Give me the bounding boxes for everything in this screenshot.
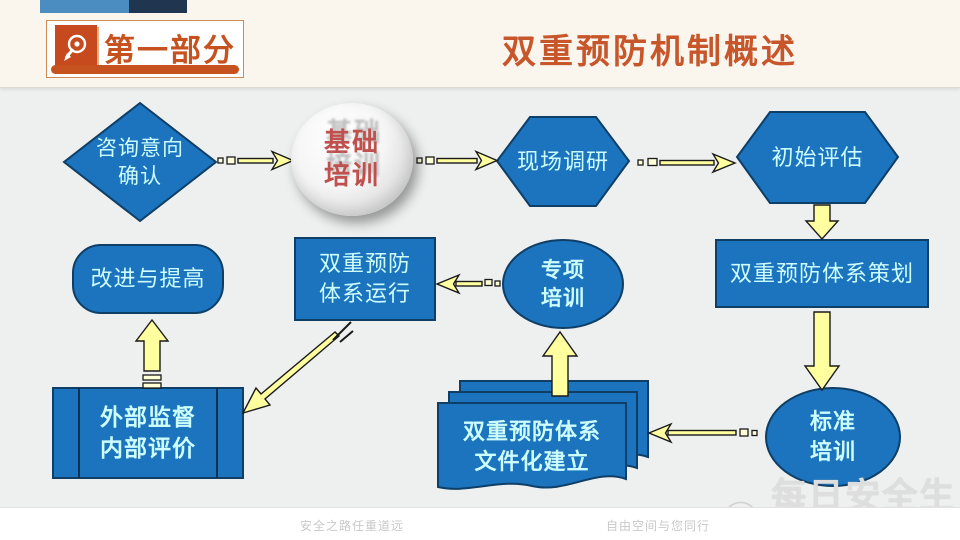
node-consult-intent — [62, 101, 218, 223]
section-badge-label: 第一部分 — [104, 32, 236, 68]
node-special-training — [502, 239, 624, 329]
arrow-survey-to-assessment — [637, 152, 737, 174]
node-basic-training-label: 基础 培训 — [323, 128, 380, 190]
node-system-operation — [294, 237, 436, 321]
footer-slogan-left: 安全之路任重道远 — [300, 519, 405, 533]
arrow-docs-to-special — [541, 330, 579, 397]
node-site-survey — [495, 116, 631, 207]
arrow-planning-to-standard — [803, 311, 841, 392]
arrow-consult-to-basic — [217, 149, 295, 172]
arrow-basic-to-survey — [416, 149, 499, 172]
footer-slogan-right: 自由空间与您同行 — [605, 519, 710, 533]
node-initial-assessment — [735, 111, 900, 204]
slide-title: 双重预防机制概述 — [502, 34, 798, 71]
node-system-planning — [715, 239, 929, 308]
badge-underline — [51, 65, 239, 74]
node-external-supervision — [52, 387, 244, 479]
target-magnifier-icon — [55, 25, 97, 70]
node-basic-training: 基础 培训 — [291, 103, 413, 216]
arrow-operation-to-external — [241, 321, 354, 415]
arrow-external-to-improvement — [134, 318, 170, 389]
node-standard-training — [765, 387, 901, 487]
arrow-assessment-to-planning — [804, 204, 840, 241]
node-improvement — [72, 244, 224, 314]
deco-bar-light — [40, 0, 129, 13]
slide-header: 第一部分 双重预防机制概述 — [0, 0, 960, 88]
section-badge: 第一部分 — [46, 20, 244, 78]
deco-bar-dark — [129, 0, 187, 13]
arrow-special-to-operation — [435, 273, 501, 295]
slide-footer: 安全之路任重道远 自由空间与您同行 — [0, 507, 960, 540]
arrow-standard-to-docs — [647, 422, 758, 444]
node-documentation — [437, 380, 649, 490]
